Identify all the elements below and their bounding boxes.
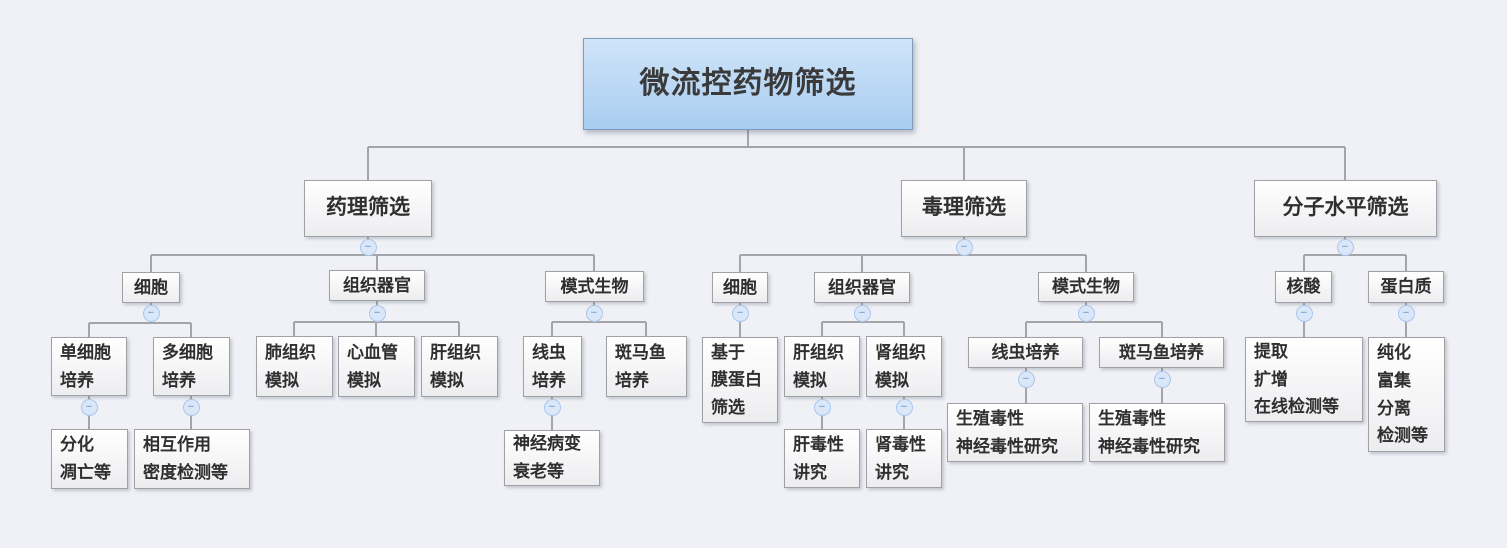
node-single-cell-culture[interactable]: 单细胞 培养 xyxy=(51,337,127,396)
collapse-icon[interactable]: − xyxy=(1017,370,1035,388)
node-root[interactable]: 微流控药物筛选 xyxy=(583,38,913,130)
node-liver-tissue-sim-tox[interactable]: 肝组织 模拟 xyxy=(784,336,860,397)
node-protein[interactable]: 蛋白质 xyxy=(1368,271,1444,303)
node-tox-model-organism[interactable]: 模式生物 xyxy=(1038,272,1134,302)
node-multi-cell-culture[interactable]: 多细胞 培养 xyxy=(153,337,230,396)
collapse-icon[interactable]: − xyxy=(1153,370,1171,388)
node-zebrafish-culture-pharm[interactable]: 斑马鱼 培养 xyxy=(606,336,687,397)
collapse-icon[interactable]: − xyxy=(543,398,561,416)
node-purification-enrichment-separation[interactable]: 纯化 富集 分离 检测等 xyxy=(1368,337,1445,452)
node-cardiovascular-sim[interactable]: 心血管 模拟 xyxy=(338,336,415,397)
node-nematode-culture-tox[interactable]: 线虫培养 xyxy=(968,337,1083,368)
collapse-icon[interactable]: − xyxy=(182,398,200,416)
node-tox-cell[interactable]: 细胞 xyxy=(712,272,768,303)
node-pharm-screening[interactable]: 药理筛选 xyxy=(304,180,432,237)
node-kidney-tissue-sim[interactable]: 肾组织 模拟 xyxy=(866,336,942,397)
collapse-icon[interactable]: − xyxy=(585,304,603,322)
node-neuropathy-aging[interactable]: 神经病变 衰老等 xyxy=(504,430,600,486)
node-kidney-toxicity-study[interactable]: 肾毒性 讲究 xyxy=(866,429,942,488)
node-liver-tissue-sim-pharm[interactable]: 肝组织 模拟 xyxy=(421,336,498,397)
collapse-icon[interactable]: − xyxy=(142,304,160,322)
node-nucleic-acid[interactable]: 核酸 xyxy=(1275,271,1332,303)
node-extraction-amplification-detection[interactable]: 提取 扩增 在线检测等 xyxy=(1245,337,1363,422)
node-repro-neuro-toxicity-nematode[interactable]: 生殖毒性 神经毒性研究 xyxy=(947,403,1083,462)
node-repro-neuro-toxicity-zebrafish[interactable]: 生殖毒性 神经毒性研究 xyxy=(1089,403,1225,462)
node-nematode-culture-pharm[interactable]: 线虫 培养 xyxy=(523,336,582,397)
collapse-icon[interactable]: − xyxy=(731,304,749,322)
collapse-icon[interactable]: − xyxy=(368,304,386,322)
node-tox-tissue-organ[interactable]: 组织器官 xyxy=(814,272,910,303)
node-differentiation-apoptosis[interactable]: 分化 凋亡等 xyxy=(51,429,128,489)
collapse-icon[interactable]: − xyxy=(813,398,831,416)
collapse-icon[interactable]: − xyxy=(955,238,973,256)
collapse-icon[interactable]: − xyxy=(359,238,377,256)
node-pharm-model-organism[interactable]: 模式生物 xyxy=(545,271,644,302)
collapse-icon[interactable]: − xyxy=(80,398,98,416)
node-lung-tissue-sim[interactable]: 肺组织 模拟 xyxy=(256,336,333,397)
node-tox-screening[interactable]: 毒理筛选 xyxy=(901,180,1027,237)
collapse-icon[interactable]: − xyxy=(1295,304,1313,322)
node-liver-toxicity-study[interactable]: 肝毒性 讲究 xyxy=(784,429,860,488)
collapse-icon[interactable]: − xyxy=(853,304,871,322)
node-interaction-density-detection[interactable]: 相互作用 密度检测等 xyxy=(134,429,250,489)
node-zebrafish-culture-tox[interactable]: 斑马鱼培养 xyxy=(1099,337,1224,368)
node-pharm-cell[interactable]: 细胞 xyxy=(122,272,180,303)
collapse-icon[interactable]: − xyxy=(895,398,913,416)
node-membrane-protein-screening[interactable]: 基于 膜蛋白 筛选 xyxy=(702,337,778,423)
node-molecular-screening[interactable]: 分子水平筛选 xyxy=(1254,180,1437,237)
collapse-icon[interactable]: − xyxy=(1077,304,1095,322)
node-pharm-tissue-organ[interactable]: 组织器官 xyxy=(329,270,425,301)
collapse-icon[interactable]: − xyxy=(1397,304,1415,322)
collapse-icon[interactable]: − xyxy=(1336,238,1354,256)
